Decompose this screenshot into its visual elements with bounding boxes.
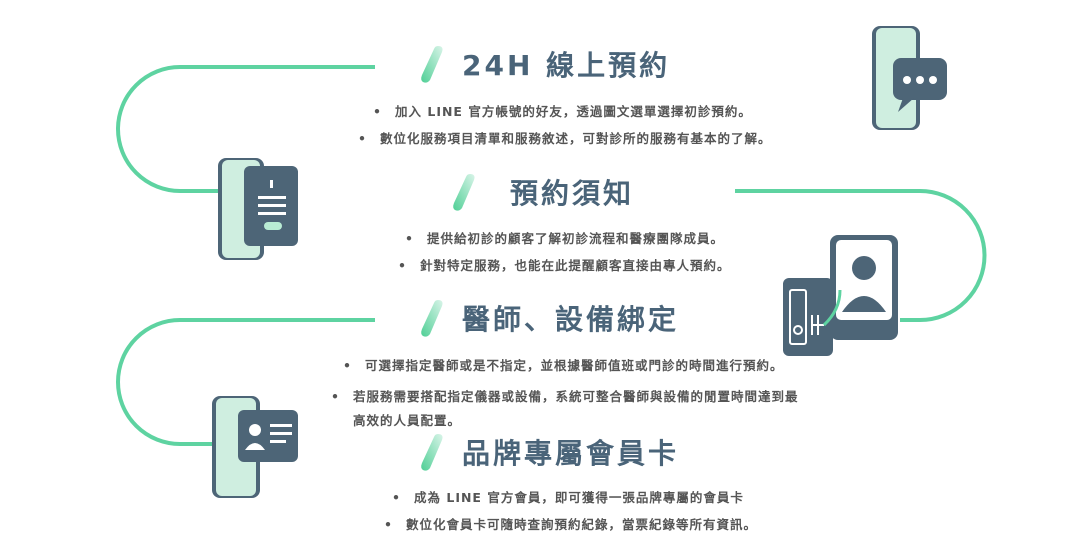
slash-icon [421, 46, 443, 83]
slash-icon [421, 434, 443, 471]
section-bullets-member-card: 成為 LINE 官方會員，即可獲得一張品牌專屬的會員卡 數位化會員卡可隨時查詢預… [384, 490, 757, 544]
section-bullets-online-booking: 加入 LINE 官方帳號的好友，透過圖文選單選擇初診預約。 數位化服務項目清單和… [358, 104, 772, 158]
slash-icon [453, 174, 475, 211]
chat-bubble-phone-icon [872, 26, 947, 130]
section-title-doctor-equipment: 醫師、設備綁定 [420, 298, 679, 338]
section-title-online-booking: 24H 線上預約 [420, 44, 670, 84]
section-bullets-doctor-equipment: 可選擇指定醫師或是不指定，並根據醫師值班或門診的時間進行預約。 若服務需要搭配指… [331, 358, 810, 444]
member-card-phone-icon [212, 396, 298, 498]
section-bullets-booking-notice: 提供給初診的顧客了解初診流程和醫療團隊成員。 針對特定服務，也能在此提醒顧客直接… [398, 231, 731, 285]
slash-icon [421, 300, 443, 337]
notice-form-phone-icon [218, 158, 298, 260]
section-title-booking-notice: 預約須知 [452, 172, 634, 212]
section-title-member-card: 品牌專屬會員卡 [420, 432, 679, 472]
doctor-equipment-icon [783, 235, 898, 356]
